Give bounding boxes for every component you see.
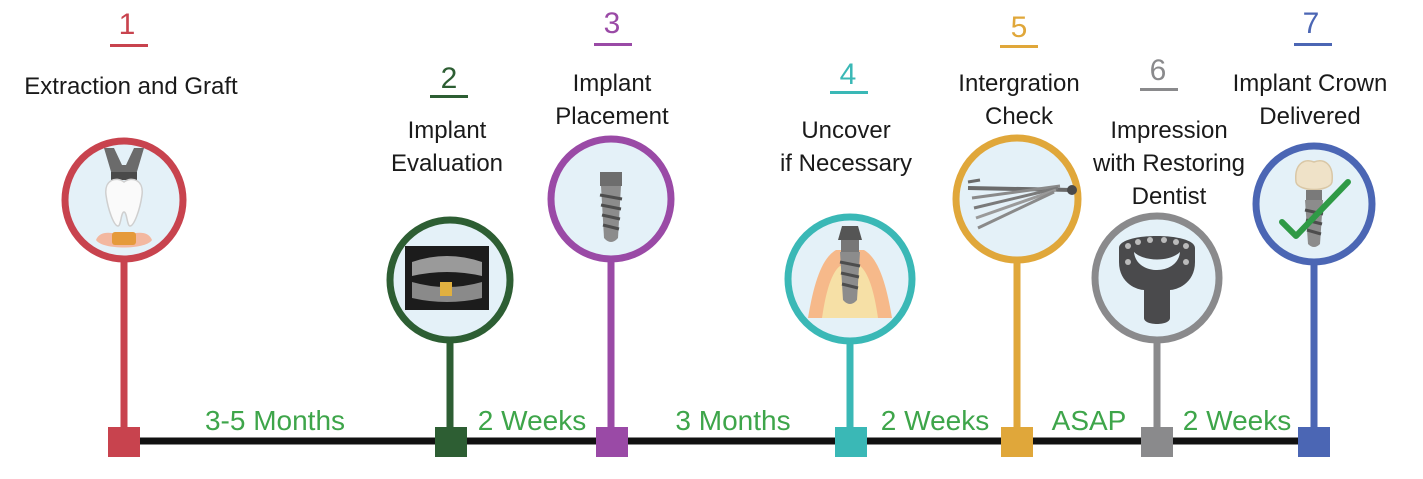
step-5-underline [1000, 45, 1038, 48]
step-7-number: 7 [1302, 7, 1320, 40]
step-4-number: 4 [839, 58, 857, 91]
xray-panoramic-icon [405, 246, 489, 310]
interval-5-6: ASAP [1051, 405, 1127, 436]
step-6-marker [1091, 212, 1223, 457]
interval-3-4: 3 Months [675, 405, 791, 436]
step-1-underline [110, 44, 148, 47]
impression-tray-icon [1119, 236, 1195, 324]
step-2-marker [386, 216, 514, 457]
interval-6-7: 2 Weeks [1182, 405, 1292, 436]
step-7-underline [1294, 43, 1332, 46]
step-5-number: 5 [1010, 11, 1028, 44]
step-7-marker [1252, 142, 1376, 457]
step-5-marker [952, 134, 1082, 457]
interval-2-3: 2 Weeks [477, 405, 587, 436]
step-2-underline [430, 95, 468, 98]
step-3-underline [594, 43, 632, 46]
dental-instruments-icon [967, 178, 1077, 230]
step-1-marker [61, 137, 187, 457]
step-1-number: 1 [118, 8, 136, 41]
interval-1-2: 3-5 Months [204, 405, 346, 436]
step-6-underline [1140, 88, 1178, 91]
tooth-extraction-forceps-icon [96, 148, 152, 248]
implant-screw-icon [599, 172, 623, 242]
interval-4-5: 2 Weeks [880, 405, 990, 436]
step-4-marker [784, 213, 916, 457]
implant-in-gum-icon [808, 226, 892, 318]
step-1-title: Extraction and Graft [24, 73, 238, 100]
step-4-underline [830, 91, 868, 94]
step-6-number: 6 [1149, 54, 1167, 87]
step-2-number: 2 [440, 62, 458, 95]
implant-crown-checkmark-icon [1279, 160, 1351, 247]
step-3-marker [547, 135, 675, 457]
step-3-number: 3 [603, 7, 621, 40]
